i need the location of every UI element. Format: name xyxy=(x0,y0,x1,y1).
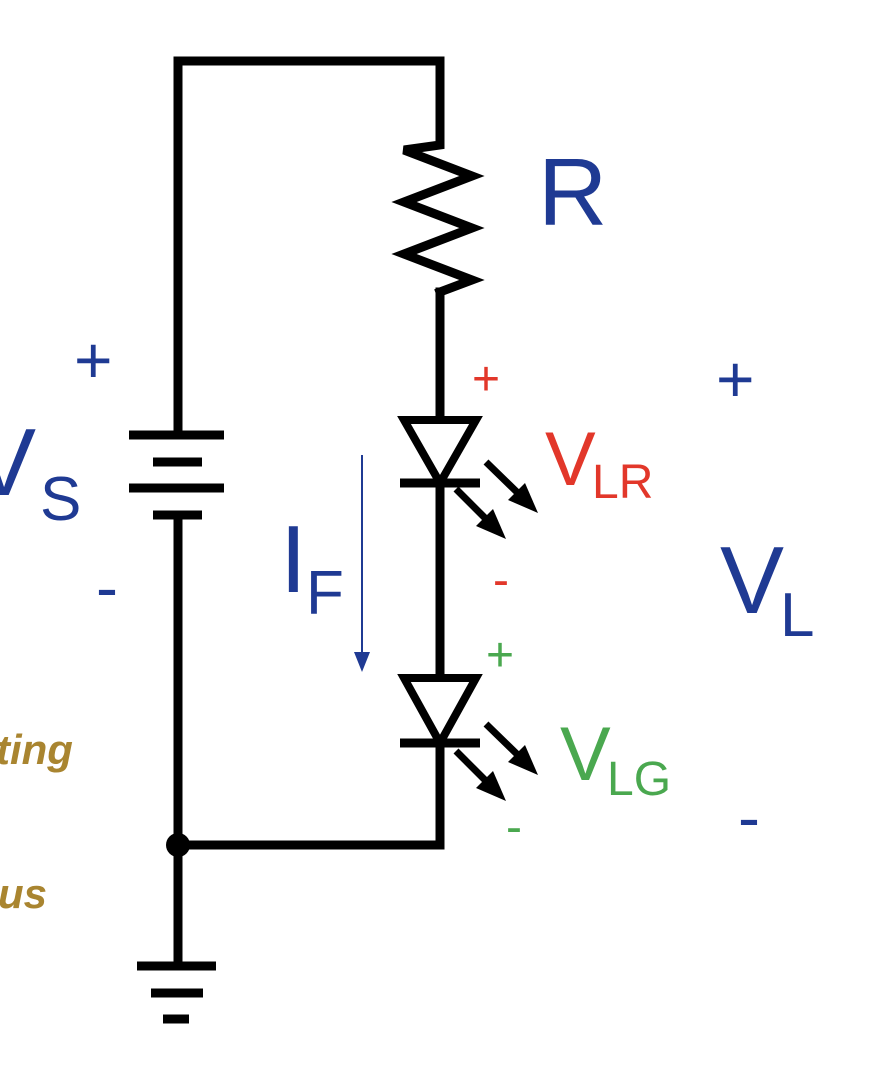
source-voltage-main: V xyxy=(0,409,36,516)
red-led-voltage-main: V xyxy=(545,417,596,502)
resistor-symbol xyxy=(391,127,485,298)
ground-junction-node xyxy=(166,833,190,857)
green-led-emission-arrows xyxy=(453,721,538,801)
current-label-main: I xyxy=(280,506,307,613)
red-led-triangle xyxy=(397,416,483,492)
load-minus-sign: - xyxy=(738,780,760,854)
current-label-subscript: F xyxy=(306,559,344,628)
load-voltage-subscript: L xyxy=(780,581,814,650)
green-led-voltage-main: V xyxy=(560,712,611,797)
bottom-wire xyxy=(173,738,445,850)
green-led-voltage-subscript: LG xyxy=(607,753,671,806)
red-led-minus-sign: - xyxy=(493,554,509,607)
green-led-triangle xyxy=(397,674,483,752)
battery-symbol xyxy=(129,430,224,520)
red-led-plus-sign: + xyxy=(472,353,500,406)
resistor-label: R xyxy=(538,139,607,246)
green-led-minus-sign: - xyxy=(506,801,522,854)
clipped-caption-1: ting xyxy=(0,726,73,773)
ground-symbol xyxy=(137,961,216,1024)
red-led-emission-arrows xyxy=(453,459,538,539)
source-plus-sign: + xyxy=(74,323,113,397)
load-voltage-main: V xyxy=(720,527,784,634)
red-led-symbol xyxy=(397,416,538,539)
top-wire xyxy=(173,56,445,440)
source-minus-sign: - xyxy=(96,550,118,624)
green-led-symbol xyxy=(397,674,538,801)
source-voltage-subscript: S xyxy=(40,465,81,534)
clipped-caption-2: us xyxy=(0,870,47,917)
green-led-plus-sign: + xyxy=(486,629,514,682)
circuit-wires xyxy=(166,56,445,971)
red-led-voltage-subscript: LR xyxy=(592,456,653,509)
load-plus-sign: + xyxy=(716,342,755,416)
current-direction-arrow xyxy=(354,455,370,672)
